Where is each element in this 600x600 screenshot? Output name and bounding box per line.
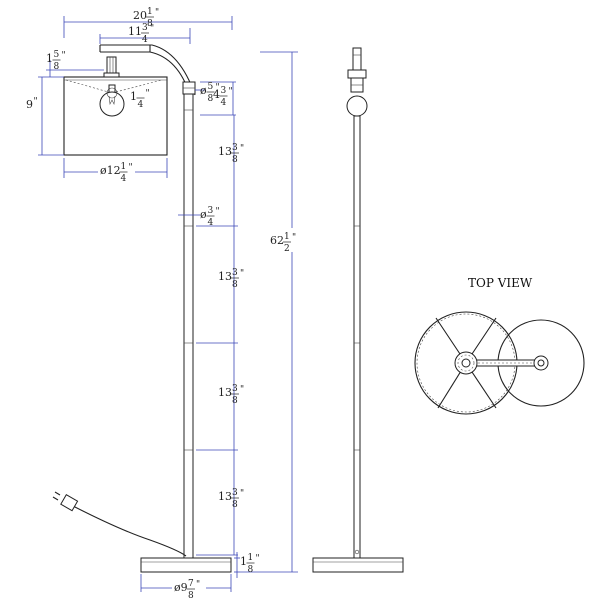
top-view: TOP VIEW — [414, 276, 585, 415]
dim-numerator: 3 — [208, 206, 214, 216]
dim-value: ø12 — [100, 164, 121, 177]
dim-numerator: 1 — [248, 553, 254, 563]
dim-denominator: 2 — [284, 244, 290, 254]
dim-value: 13 — [218, 386, 232, 399]
dim-shade-height: 9" — [26, 97, 38, 111]
dim-denominator: 8 — [54, 62, 60, 72]
dim-denominator: 8 — [232, 280, 238, 290]
dim-unit: " — [240, 269, 244, 279]
base — [140, 557, 232, 573]
dim-value: 9 — [26, 98, 33, 111]
plug — [52, 491, 79, 512]
dim-value: 4 — [213, 88, 220, 101]
front-view — [38, 16, 298, 592]
pole — [183, 93, 194, 559]
dim-value: ø — [200, 208, 207, 221]
dim-numerator: 5 — [54, 50, 60, 60]
dim-denominator: 8 — [188, 591, 194, 600]
dim-denominator: 8 — [248, 565, 254, 575]
dim-denominator: 8 — [232, 155, 238, 165]
dim-denominator: 8 — [232, 396, 238, 406]
dim-unit: " — [240, 489, 244, 499]
dim-denominator: 4 — [121, 174, 127, 184]
dim-unit: " — [34, 97, 38, 107]
side-view — [312, 47, 404, 573]
dim-socket-drop: 14" — [130, 89, 150, 110]
dim-denominator: 8 — [232, 500, 238, 510]
dim-value: 20 — [133, 9, 147, 22]
bulb-socket — [99, 56, 125, 117]
dim-numerator: 5 — [208, 82, 214, 92]
dim-numerator: 1 — [284, 232, 290, 242]
dim-unit: " — [196, 580, 200, 590]
power-cord — [72, 505, 187, 557]
dim-value: 1 — [240, 555, 247, 568]
dim-unit: " — [216, 83, 220, 93]
dim-numerator: 3 — [232, 268, 238, 278]
dim-unit: " — [256, 554, 260, 564]
dim-numerator: 3 — [142, 23, 148, 33]
dim-denominator: 4 — [142, 35, 148, 45]
dim-numerator: 3 — [232, 488, 238, 498]
dim-unit: " — [240, 385, 244, 395]
dim-unit: " — [229, 87, 233, 97]
dim-unit: " — [129, 163, 133, 173]
dim-unit: " — [155, 8, 159, 18]
dim-value: 1 — [46, 52, 53, 65]
bulb — [99, 91, 125, 117]
dim-denominator: 4 — [208, 218, 214, 228]
dim-value: 13 — [218, 145, 232, 158]
dim-numerator: 7 — [188, 579, 194, 589]
dim-unit: " — [150, 24, 154, 34]
top-view-title: TOP VIEW — [468, 276, 533, 290]
dim-numerator: 3 — [221, 86, 227, 96]
dim-unit: " — [62, 51, 66, 61]
dim-denominator: 8 — [208, 94, 214, 104]
dim-value: 62 — [270, 234, 284, 247]
dim-unit: " — [146, 89, 150, 99]
dim-numerator: 3 — [232, 384, 238, 394]
dim-value: 13 — [218, 490, 232, 503]
dim-unit: " — [240, 144, 244, 154]
dim-value: ø9 — [174, 581, 188, 594]
dim-numerator: 3 — [232, 143, 238, 153]
dim-unit: " — [216, 207, 220, 217]
dim-value: 13 — [218, 270, 232, 283]
dim-denominator: 4 — [138, 100, 144, 110]
dim-value: ø — [200, 84, 207, 97]
dim-unit: " — [292, 233, 296, 243]
dim-value: 1 — [130, 90, 137, 103]
dim-denominator: 8 — [147, 19, 153, 29]
dim-denominator: 4 — [221, 98, 227, 108]
dim-numerator: 1 — [147, 7, 153, 17]
dim-value: 11 — [128, 25, 142, 38]
dim-numerator: 1 — [121, 162, 127, 172]
